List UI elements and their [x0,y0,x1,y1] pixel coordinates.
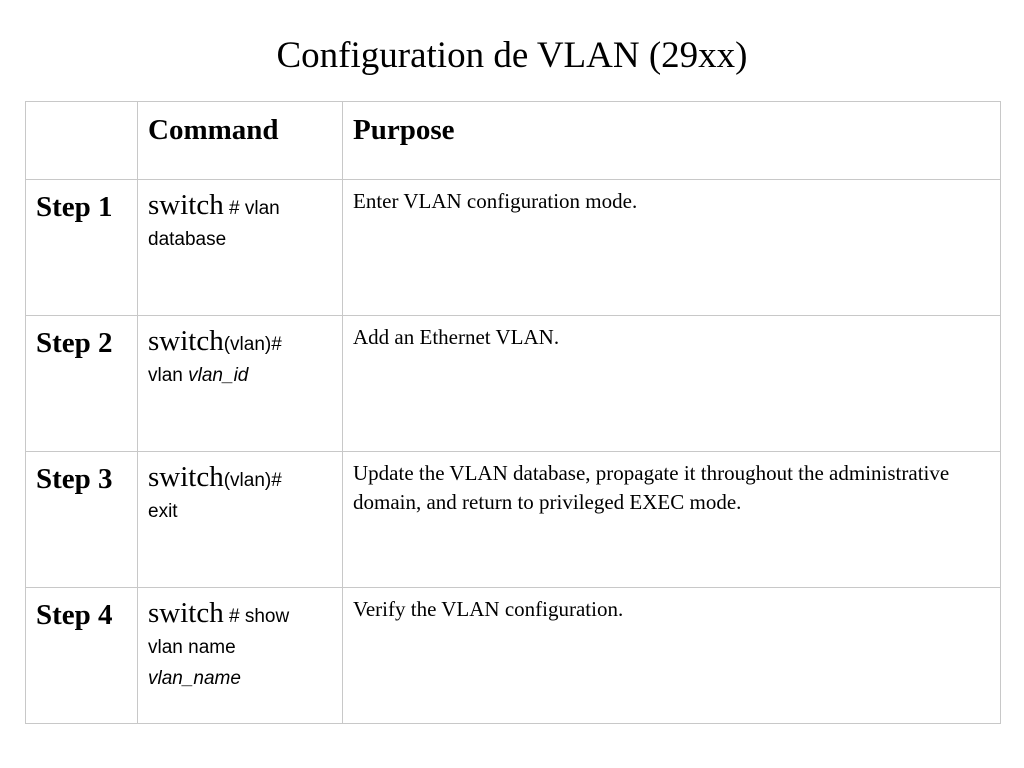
command-keyword: exit [148,501,178,522]
command-cell: switch(vlan)# exit [137,451,343,588]
step-cell: Step 1 [25,179,138,316]
purpose-text: Verify the VLAN configuration. [353,597,624,621]
purpose-text: Update the VLAN database, propagate it t… [353,461,950,514]
header-cell-step [25,101,138,180]
command-prompt: switch [148,461,224,493]
purpose-text: Add an Ethernet VLAN. [353,325,560,349]
command-prompt-suffix: # show [223,606,290,627]
table-row: Step 2 switch(vlan)# vlan vlan_id Add an … [25,315,1001,452]
command-keyword: database [148,229,227,250]
header-cell-command: Command [137,101,343,180]
table-row: Step 3 switch(vlan)# exit Update the VLAN… [25,451,1001,588]
header-step-label [26,102,137,113]
step-label: Step 4 [36,599,113,631]
table-row: Step 4 switch # show vlan name vlan_name V… [25,587,1001,724]
purpose-cell: Update the VLAN database, propagate it t… [342,451,1001,588]
command-cell: switch # vlan database [137,179,343,316]
purpose-text: Enter VLAN configuration mode. [353,189,638,213]
step-cell: Step 2 [25,315,138,452]
command-prompt-suffix: (vlan)# [223,470,282,491]
command-prompt: switch [148,597,224,629]
command-text: switch # show vlan name vlan_name [138,588,342,695]
command-prompt-suffix: (vlan)# [223,334,282,355]
table-row: Step 1 switch # vlan database Enter VLAN … [25,179,1001,316]
command-text: switch # vlan database [138,180,342,256]
command-argument: vlan_id [188,365,249,386]
header-command-label: Command [148,114,279,146]
header-purpose-label: Purpose [353,114,455,146]
purpose-cell: Add an Ethernet VLAN. [342,315,1001,452]
command-prompt: switch [148,189,224,221]
slide-title: Configuration de VLAN (29xx) [276,35,748,76]
step-cell: Step 3 [25,451,138,588]
step-cell: Step 4 [25,587,138,724]
table-header-row: Command Purpose [25,101,1001,180]
command-text: switch(vlan)# vlan vlan_id [138,316,342,392]
command-cell: switch # show vlan name vlan_name [137,587,343,724]
step-label: Step 3 [36,463,113,495]
purpose-cell: Enter VLAN configuration mode. [342,179,1001,316]
command-prompt: switch [148,325,224,357]
command-text: switch(vlan)# exit [138,452,342,528]
command-keyword: vlan name [148,637,236,658]
command-argument: vlan_name [148,668,241,689]
header-cell-purpose: Purpose [342,101,1001,180]
vlan-steps-table: Command Purpose Step 1 switch # vlan data… [25,101,1001,724]
command-cell: switch(vlan)# vlan vlan_id [137,315,343,452]
command-keyword: vlan [148,365,189,386]
command-prompt-suffix: # vlan [223,198,280,219]
purpose-cell: Verify the VLAN configuration. [342,587,1001,724]
step-label: Step 1 [36,191,113,223]
step-label: Step 2 [36,327,113,359]
